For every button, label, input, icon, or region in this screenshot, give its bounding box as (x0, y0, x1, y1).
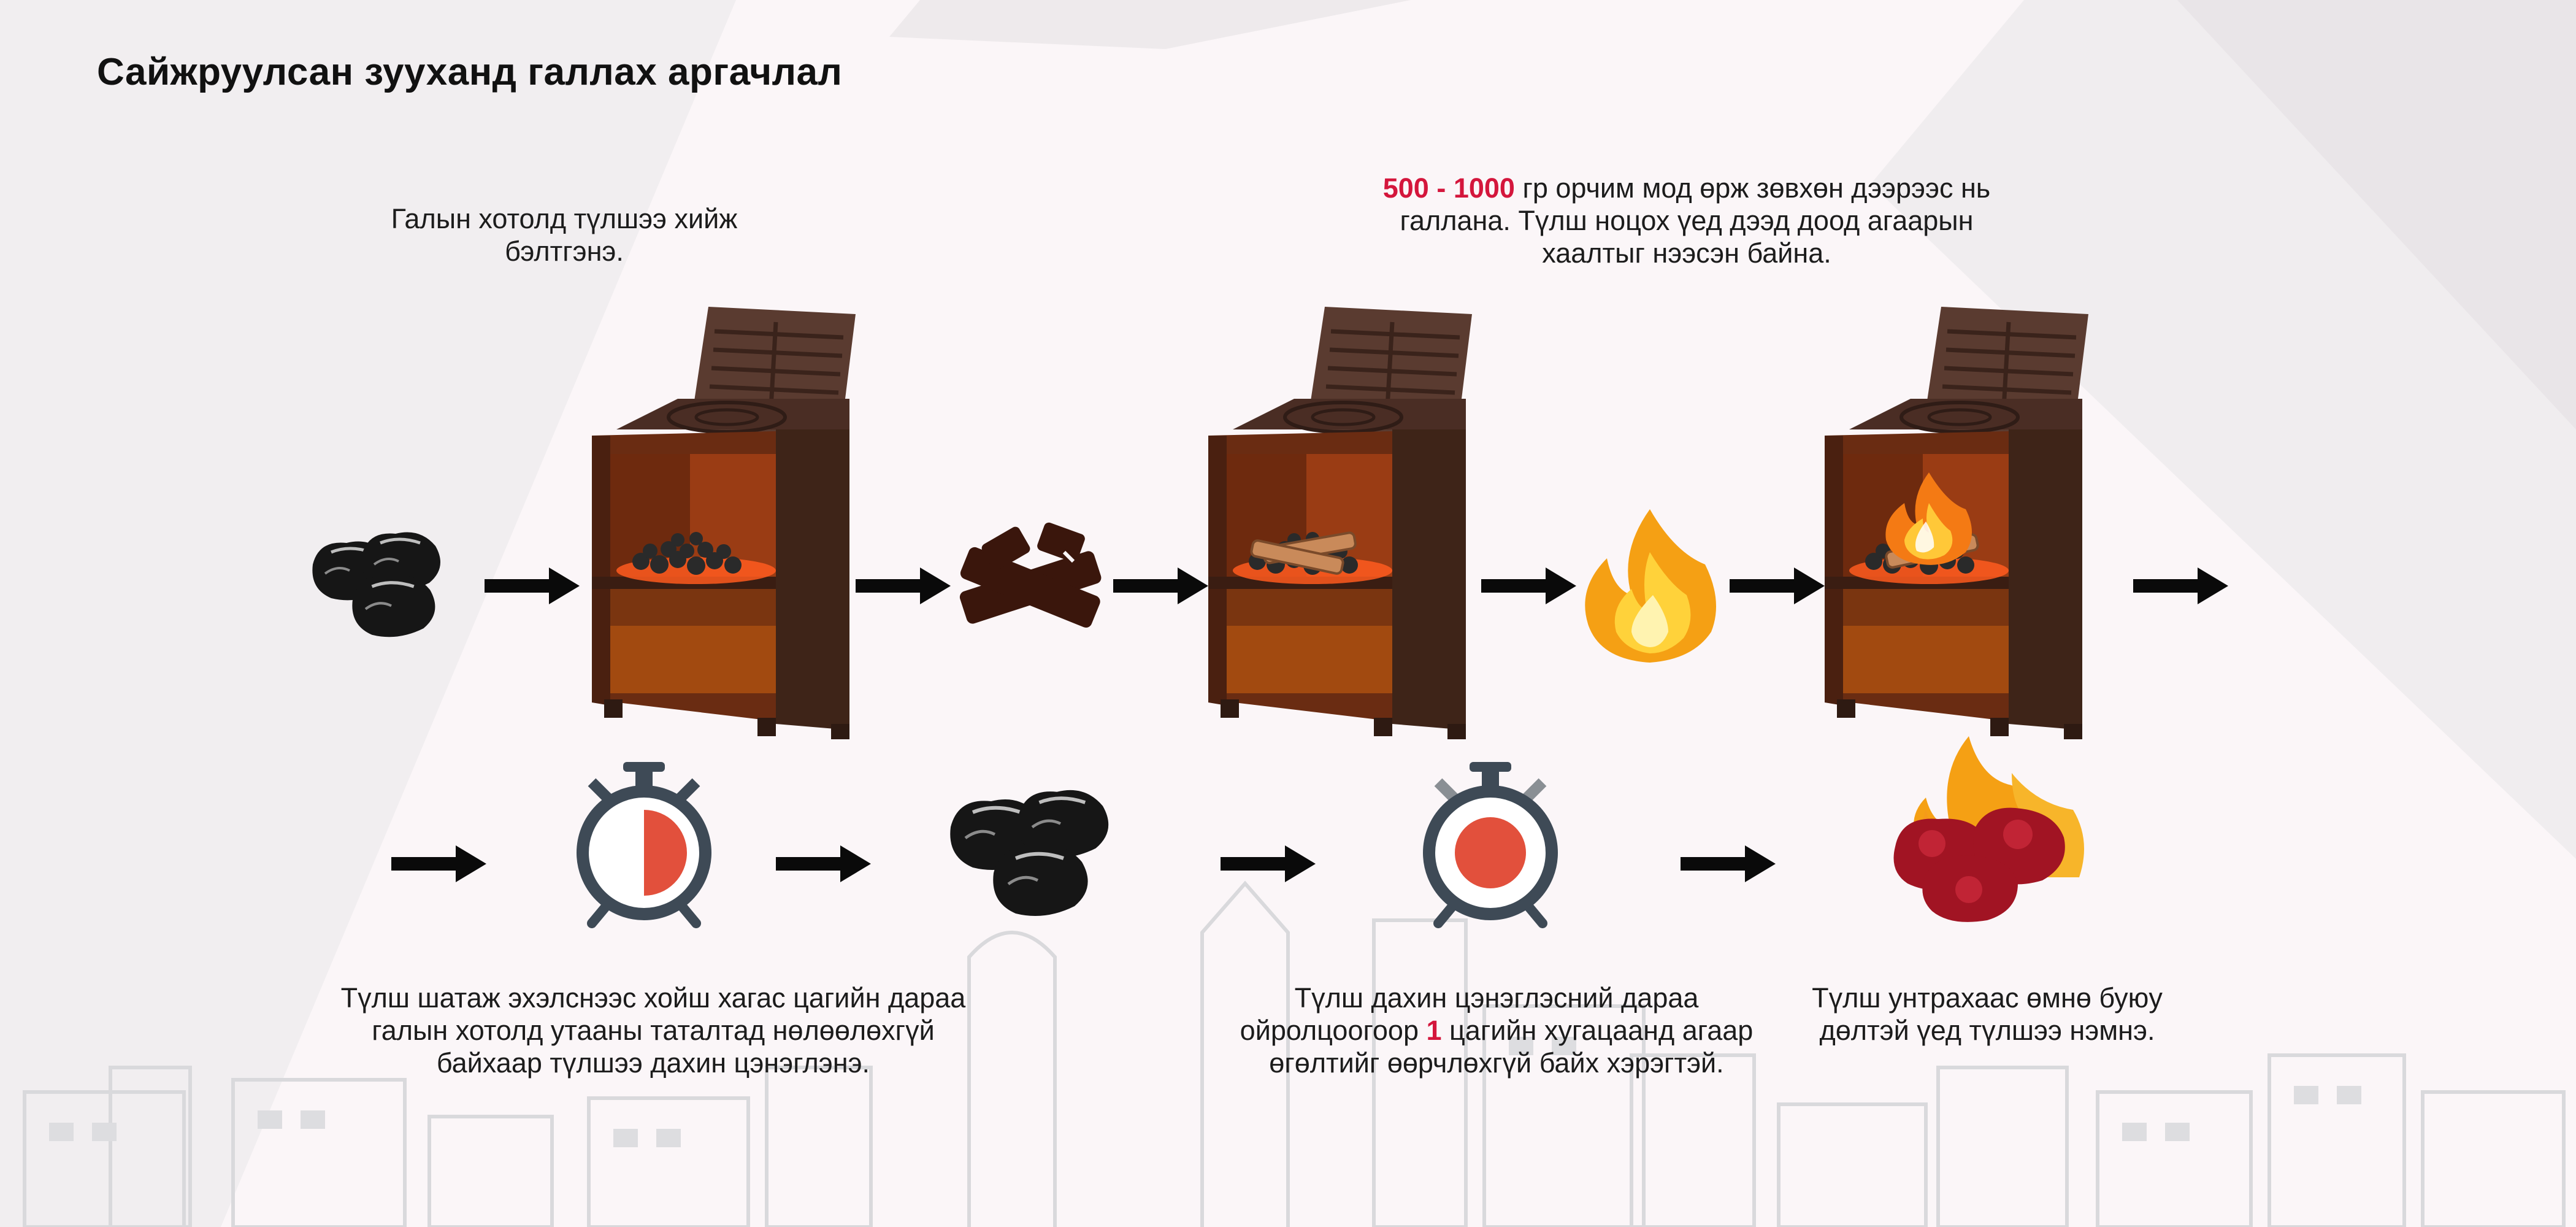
arrow-icon (485, 567, 580, 604)
arrow-icon (2133, 567, 2228, 604)
arrow-icon (1481, 567, 1576, 604)
caption-step-3: Түлш шатаж эхэлснээс хойш хагас цагийн д… (340, 982, 966, 1079)
arrow-icon (1221, 845, 1316, 882)
coal-icon (950, 790, 1108, 916)
caption-step-2-text: гр орчим мод өрж зөвхөн дээрээс нь галла… (1400, 172, 1991, 269)
caption-step-4-pre: Түлш дахин цэнэглэсний дараа ойролцоогоо… (1240, 982, 1699, 1046)
stove-with-wood-icon (1208, 307, 1472, 739)
stove-with-coal-icon (592, 307, 856, 739)
flame-icon (1585, 509, 1716, 663)
one-hour-timer-icon (1423, 762, 1558, 928)
coal-icon (312, 533, 440, 637)
arrow-icon (1730, 567, 1825, 604)
caption-step-2: 500 - 1000 гр орчим мод өрж зөвхөн дээрэ… (1349, 172, 2024, 269)
half-hour-timer-icon (577, 762, 711, 928)
firewood-icon (959, 522, 1102, 634)
skyline-windows (49, 1037, 2361, 1147)
caption-step-5: Түлш унтрахаас өмнө буюу дөлтэй үед түлш… (1812, 982, 2163, 1046)
caption-step-1: Галын хотолд түлшээ хийж бэлтгэнэ. (391, 203, 738, 267)
burning-coal-icon (1893, 736, 2084, 922)
arrow-icon (856, 567, 951, 604)
page-title: Сайжруулсан зууханд галлах аргачлал (97, 51, 843, 93)
caption-step-4-highlight: 1 (1426, 1015, 1442, 1046)
arrow-icon (391, 845, 486, 882)
arrow-icon (1681, 845, 1776, 882)
arrow-icon (776, 845, 871, 882)
caption-step-2-highlight: 500 - 1000 (1382, 172, 1515, 204)
city-skyline (23, 880, 2566, 1227)
arrow-icon (1113, 567, 1208, 604)
caption-step-4-post: цагийн хугацаанд агаар өгөлтийг өөрчлөхг… (1269, 1015, 1754, 1079)
caption-step-4: Түлш дахин цэнэглэсний дараа ойролцоогоо… (1227, 982, 1766, 1079)
burning-stove-icon (1825, 307, 2088, 739)
